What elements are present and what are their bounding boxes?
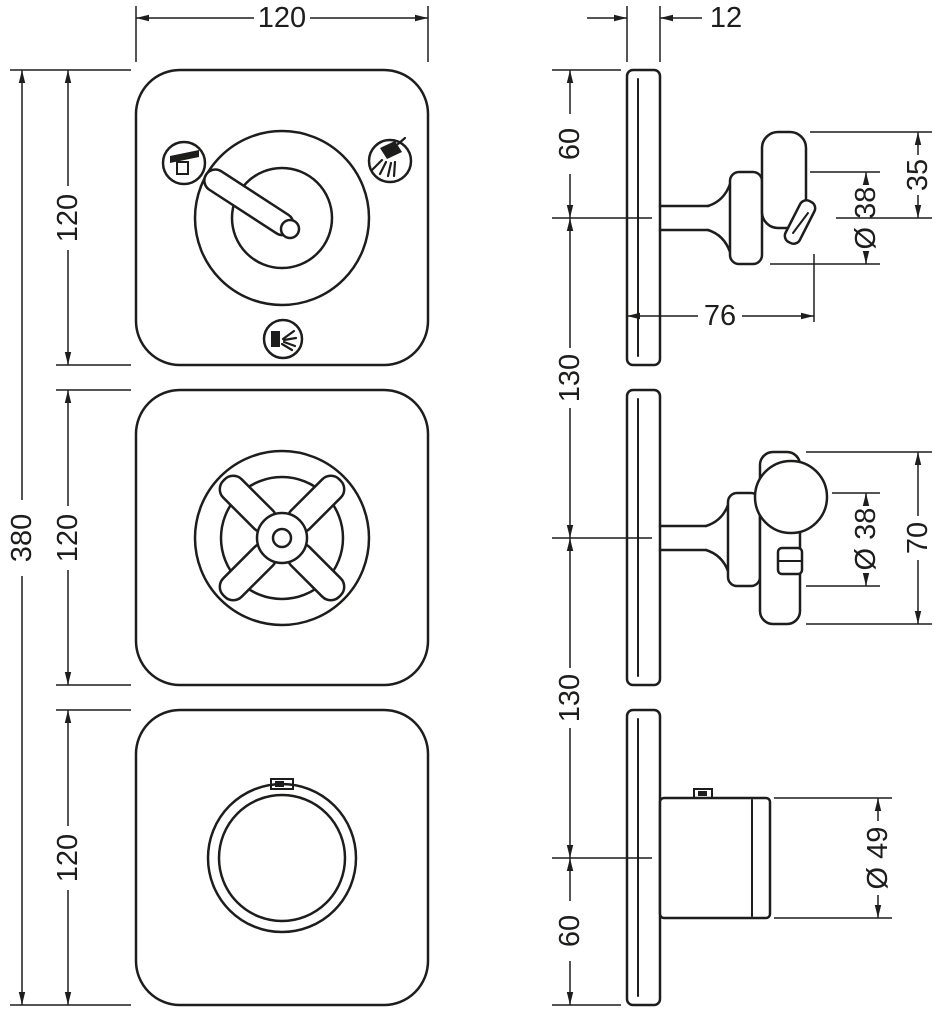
dim-front-width: 120 bbox=[135, 2, 429, 62]
dim-lever-rise: 35 bbox=[810, 131, 934, 219]
lever-rosette-profile bbox=[728, 170, 764, 266]
bath-spout-icon bbox=[262, 318, 304, 360]
overhead-shower-icon bbox=[161, 140, 207, 186]
dim-projection: 76 bbox=[627, 254, 815, 332]
dim-total-height-label: 380 bbox=[6, 514, 38, 562]
lever-hub bbox=[279, 218, 301, 240]
dim-module-heights: 120 120 120 bbox=[52, 70, 131, 1005]
dim-cross-rosette-dia-label: Ø 38 bbox=[850, 508, 882, 571]
temperature-marker-tab-profile bbox=[693, 788, 713, 799]
dim-module2-height-label: 120 bbox=[52, 514, 84, 562]
dim-front-width-label: 120 bbox=[258, 2, 306, 34]
dim-spacing-chain: 60 130 130 60 bbox=[552, 69, 652, 1006]
dim-module1-height-label: 120 bbox=[52, 194, 84, 242]
dim-offset-bottom-label: 60 bbox=[554, 915, 586, 947]
dim-offset-top-label: 60 bbox=[554, 128, 586, 160]
front-module-2 bbox=[134, 388, 430, 687]
lever-blade-profile bbox=[760, 130, 808, 230]
thermostat-knob-profile bbox=[658, 796, 772, 920]
dim-cross-rosette-dia: Ø 38 bbox=[806, 492, 882, 587]
thermostat-knob-inner bbox=[217, 793, 347, 923]
hand-shower-icon bbox=[367, 136, 413, 184]
dim-module3-height-label: 120 bbox=[52, 834, 84, 882]
dimensions: 120 12 380 120 1 bbox=[6, 2, 934, 1006]
dim-spacing-lower-label: 130 bbox=[554, 674, 586, 722]
front-view bbox=[134, 68, 430, 1007]
side-module-2 bbox=[625, 388, 829, 687]
dim-projection-label: 76 bbox=[704, 300, 736, 332]
side-view bbox=[625, 68, 829, 1007]
dim-cross-handle-height-label: 70 bbox=[902, 522, 934, 554]
dim-lever-rise-label: 35 bbox=[902, 159, 934, 191]
dim-plate-thickness-label: 12 bbox=[710, 2, 742, 34]
dim-plate-thickness: 12 bbox=[587, 2, 742, 62]
front-module-1 bbox=[134, 68, 430, 367]
front-module-3 bbox=[134, 708, 430, 1007]
dim-knob-dia-label: Ø 49 bbox=[862, 827, 894, 890]
cross-handle bbox=[218, 474, 346, 602]
dim-spacing-upper-label: 130 bbox=[554, 354, 586, 402]
cross-arm-profile bbox=[753, 459, 829, 535]
dim-knob-dia: Ø 49 bbox=[774, 797, 894, 919]
dim-cross-handle-height: 70 bbox=[806, 451, 934, 625]
temperature-marker-tab bbox=[270, 778, 294, 790]
